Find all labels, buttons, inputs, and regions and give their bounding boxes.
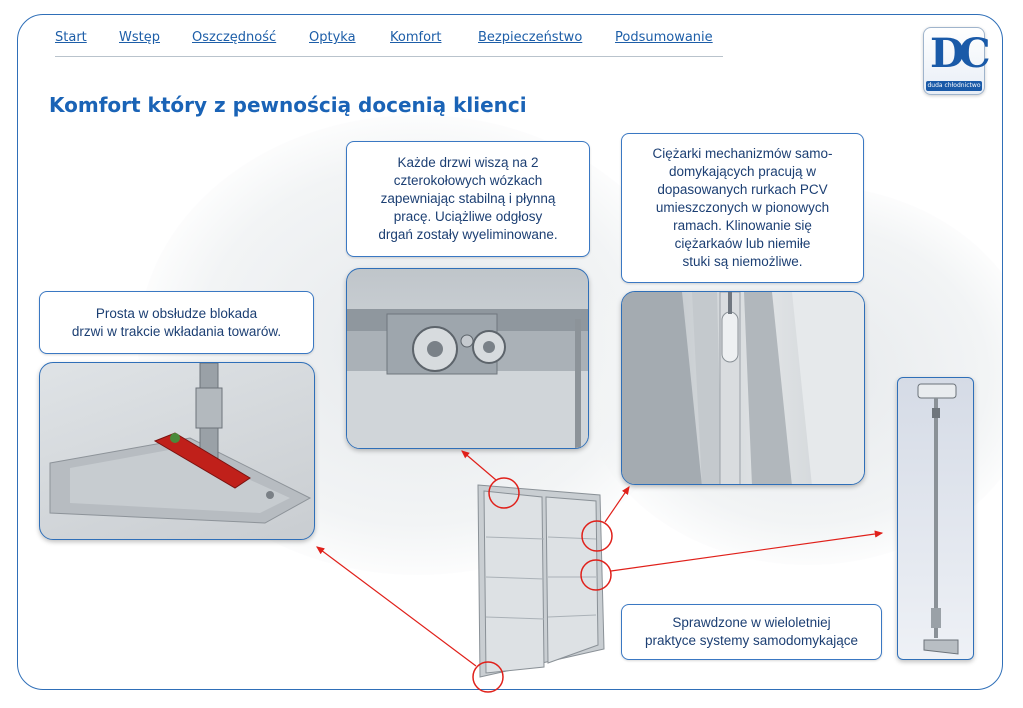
callout-blokada: Prosta w obsłudze blokada drzwi w trakci… (39, 291, 314, 354)
photo-door-lock (39, 362, 315, 540)
nav-podsumowanie[interactable]: Podsumowanie (615, 30, 713, 45)
callout-ciezarki-text: Ciężarki mechanizmów samo- domykających … (652, 146, 833, 269)
logo-tagline: duda chłodnictwo (926, 81, 982, 91)
highlight-lock (472, 661, 504, 693)
nav-wstep[interactable]: Wstęp (119, 30, 160, 45)
photo-door-weights (621, 291, 865, 485)
callout-wozki-text: Każde drzwi wiszą na 2 czterokołowych wó… (378, 155, 558, 242)
highlight-weights (581, 520, 613, 552)
arrow-to-closer (610, 530, 884, 572)
nav-bezpieczenstwo[interactable]: Bezpieczeństwo (478, 30, 583, 45)
company-logo: DC duda chłodnictwo (923, 27, 990, 95)
photo-door-trolleys (346, 268, 589, 449)
door-lock-illustration (49, 363, 312, 524)
nav-komfort[interactable]: Komfort (390, 30, 442, 45)
arrow-to-trolleys (461, 450, 497, 481)
nav-oszczednosc[interactable]: Oszczędność (192, 30, 277, 45)
weights-illustration (622, 292, 864, 484)
page-title: Komfort który z pewnością docenią klienc… (49, 93, 527, 117)
callout-systemy-text: Sprawdzone w wieloletniej praktyce syste… (644, 615, 859, 648)
arrow-to-lock (316, 546, 477, 667)
nav-optyka[interactable]: Optyka (309, 30, 356, 45)
photo-cabinet (470, 477, 610, 687)
nav-start[interactable]: Start (55, 30, 87, 45)
trolley-illustration (347, 309, 588, 448)
cabinet-illustration (477, 484, 605, 678)
logo-letters: DC (930, 30, 990, 77)
highlight-closer (580, 559, 612, 591)
callout-systemy: Sprawdzone w wieloletniej praktyce syste… (621, 604, 882, 660)
photo-closer-rod (897, 377, 974, 660)
highlight-trolley (488, 477, 520, 509)
callout-wozki: Każde drzwi wiszą na 2 czterokołowych wó… (346, 141, 590, 257)
callout-blokada-text: Prosta w obsłudze blokada drzwi w trakci… (71, 305, 282, 339)
arrow-to-weights (604, 486, 630, 523)
top-navigation: Start Wstęp Oszczędność Optyka Komfort B… (55, 28, 723, 57)
callout-ciezarki: Ciężarki mechanizmów samo- domykających … (621, 133, 864, 283)
closer-rod-illustration (917, 383, 959, 655)
